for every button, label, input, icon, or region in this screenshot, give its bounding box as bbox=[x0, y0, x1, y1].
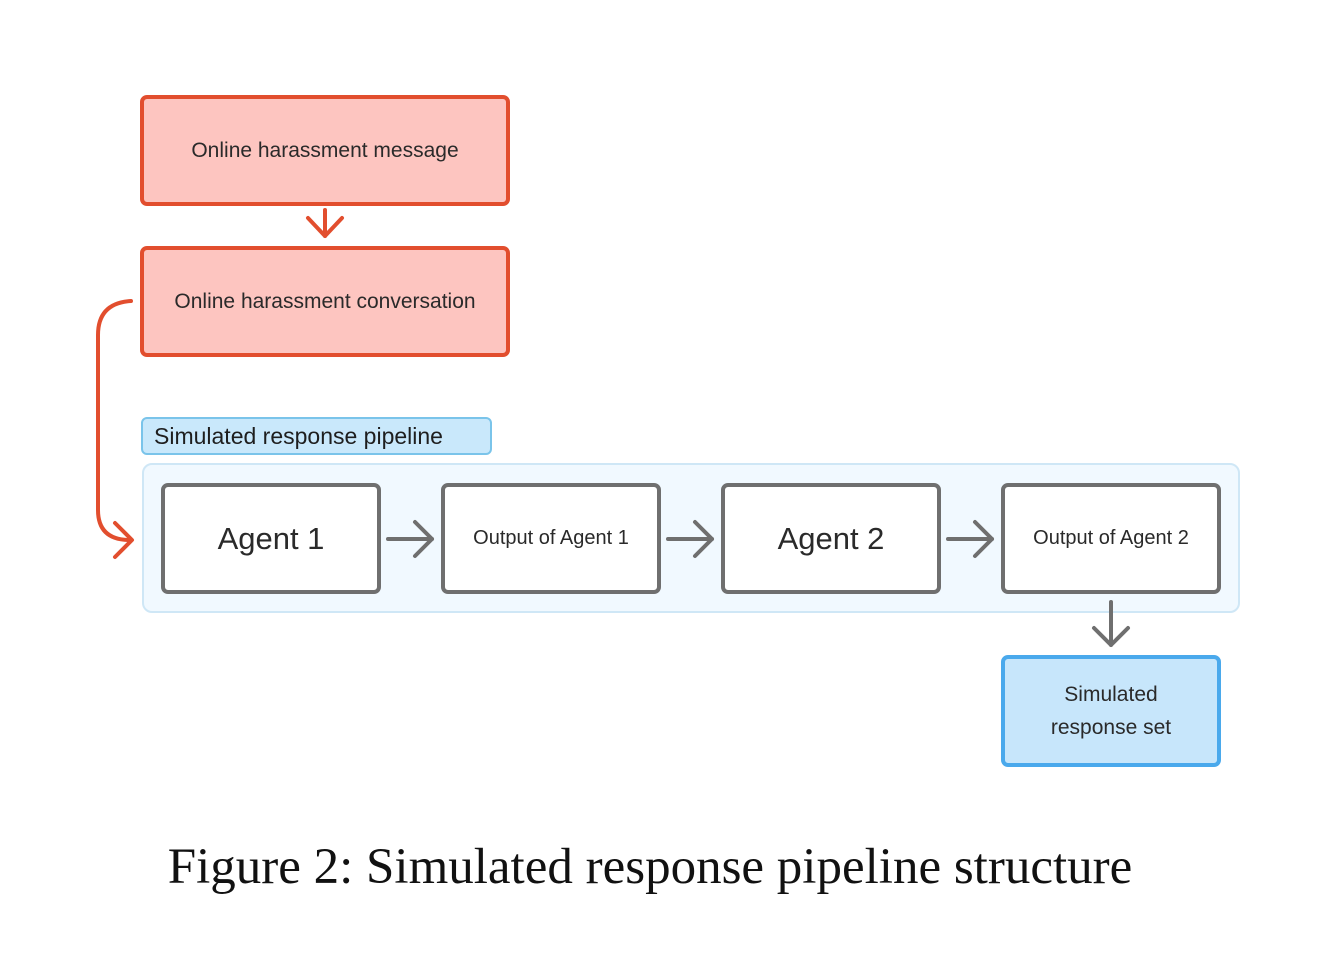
output-agent-1-label: Output of Agent 1 bbox=[473, 527, 629, 549]
arrow-conversation-to-pipeline bbox=[96, 299, 134, 559]
arrow-message-to-conversation bbox=[306, 208, 344, 238]
output-agent-2-label: Output of Agent 2 bbox=[1033, 527, 1189, 549]
agent-1-label: Agent 1 bbox=[217, 520, 325, 556]
simulated-response-set-label-line2: response set bbox=[1050, 716, 1172, 739]
output-agent-2-node: Output of Agent 2 bbox=[1001, 483, 1221, 594]
arrow-agent1-to-output1 bbox=[386, 520, 434, 558]
output-agent-1-node: Output of Agent 1 bbox=[441, 483, 661, 594]
arrow-output2-to-result bbox=[1092, 600, 1130, 647]
arrow-output1-to-agent2 bbox=[666, 520, 714, 558]
simulated-response-set-label-line1: Simulated bbox=[1064, 683, 1158, 706]
agent-2-node: Agent 2 bbox=[721, 483, 941, 594]
figure-caption: Figure 2: Simulated response pipeline st… bbox=[167, 839, 1133, 895]
harassment-message-node: Online harassment message bbox=[140, 95, 510, 206]
harassment-conversation-label: Online harassment conversation bbox=[174, 289, 476, 313]
pipeline-group-label: Simulated response pipeline bbox=[141, 417, 492, 455]
agent-2-label: Agent 2 bbox=[777, 520, 885, 556]
arrow-agent2-to-output2 bbox=[946, 520, 994, 558]
harassment-message-label: Online harassment message bbox=[191, 138, 459, 162]
agent-1-node: Agent 1 bbox=[161, 483, 381, 594]
harassment-conversation-node: Online harassment conversation bbox=[140, 246, 510, 357]
simulated-response-set-node: Simulated response set bbox=[1001, 655, 1221, 767]
